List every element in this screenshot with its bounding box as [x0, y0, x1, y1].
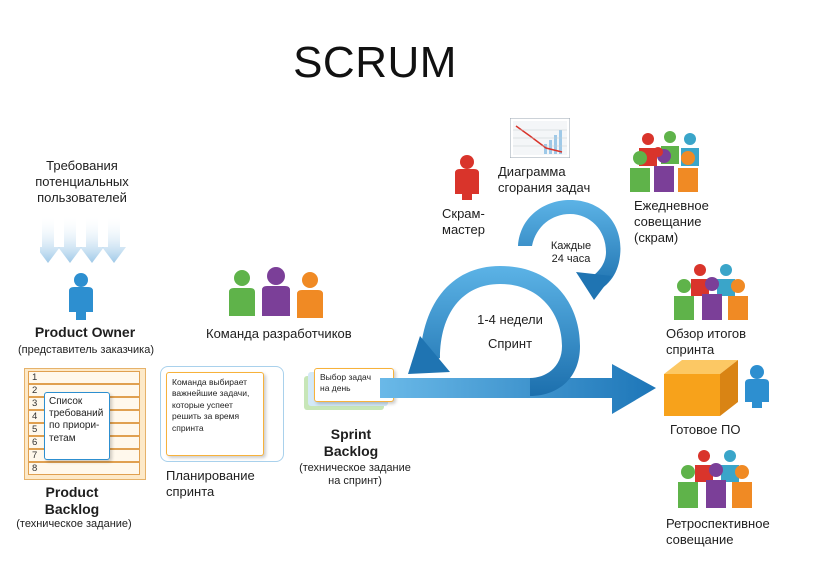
sprint-review-label: Обзор итогов спринта [666, 326, 747, 357]
retrospective-label: Ретроспективное совещание [666, 516, 770, 547]
daily-meeting-label: Ежедневное совещание (скрам) [634, 198, 709, 245]
sprint-label: Спринт [487, 336, 533, 351]
scrum-master-label: Скрам- мастер [442, 206, 485, 237]
burndown-chart-icon [510, 118, 570, 158]
product-backlog-title: Product Backlog [44, 484, 100, 518]
dev-team-label: Команда разработчиков [206, 326, 352, 341]
page-title: SCRUM [293, 38, 457, 87]
backlog-row: 8 [28, 462, 140, 475]
daily-meeting-group-icon [630, 131, 699, 192]
sprint-planning-label: Планирование спринта [166, 468, 255, 499]
sprint-review-group-icon [674, 264, 748, 320]
product-backlog-subtitle: (техническое задание) [16, 518, 132, 530]
product-owner-person-icon [69, 273, 93, 320]
scrum-master-icon [455, 155, 479, 200]
sprint-backlog-title: Sprint Backlog [323, 426, 379, 460]
finished-product-person-icon [745, 365, 769, 408]
requirements-label: Требования потенциальных пользователей [35, 158, 129, 205]
backlog-row: 1 [28, 371, 140, 384]
dev-team-icon [229, 267, 323, 318]
burndown-label: Диаграмма сгорания задач [498, 164, 591, 195]
sprint-backlog-subtitle: (техническое задание на спринт) [299, 462, 411, 488]
product-backlog-note: Список требований по приори- тетам [44, 392, 110, 460]
sprint-cycle-arrow [380, 200, 656, 414]
requirements-arrows [40, 215, 126, 263]
daily-cycle-label: Каждые 24 часа [550, 240, 592, 266]
product-owner-title: Product Owner [34, 324, 136, 340]
product-owner-subtitle: (представитель заказчика) [17, 344, 155, 356]
sprint-planning-note: Команда выбирает важнейшие задачи, котор… [166, 372, 264, 456]
product-box-icon [664, 360, 738, 416]
finished-product-label: Готовое ПО [670, 422, 741, 437]
sprint-planning-bracket [160, 366, 284, 462]
retrospective-group-icon [678, 450, 752, 508]
sprint-duration-label: 1-4 недели [477, 312, 543, 327]
